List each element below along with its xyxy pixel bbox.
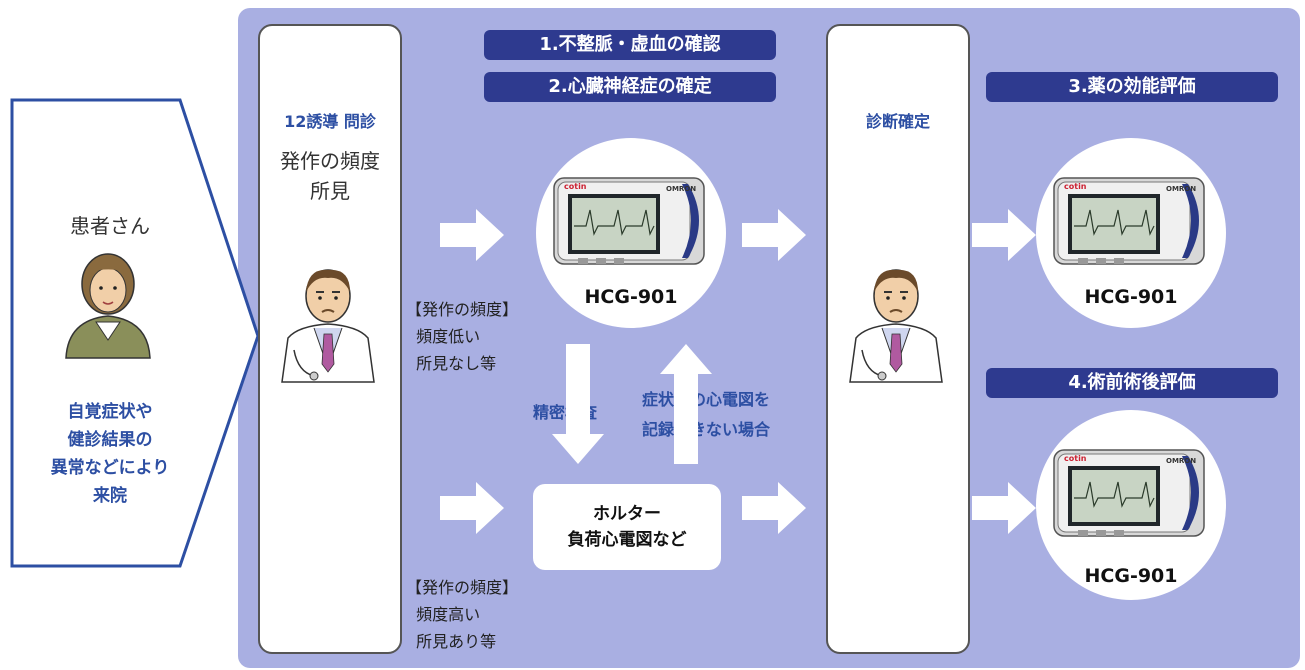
frequency-low-note: 【発作の頻度】 頻度低い 所見なし等 [406,300,519,373]
patient-description: 自覚症状や 健診結果の 異常などにより 来院 [20,398,200,510]
diagnosis-heading: 診断確定 [865,112,930,131]
interview-text: 発作の頻度 所見 [258,146,402,206]
patient-desc-line: 健診結果の [67,430,153,450]
banner-cardiac-neurosis: 2.心臓神経症の確定 [484,72,776,102]
holter-box: ホルター 負荷心電図など [533,484,721,570]
banner-arrhythmia-check: 1.不整脈・虚血の確認 [484,30,776,60]
patient-desc-line: 自覚症状や [67,402,153,422]
holter-line: 負荷心電図など [567,530,687,550]
frequency-high-note: 【発作の頻度】 頻度高い 所見あり等 [406,578,519,651]
device-label-right-bottom: HCG-901 [1084,565,1178,587]
patient-desc-line: 来院 [93,486,127,506]
device-label-top: HCG-901 [584,286,678,308]
interview-line: 所見 [310,179,350,203]
unrecordable-ecg-line: 記録できない場合 [641,420,770,439]
unrecordable-ecg-label: 症状時の心電図を 記録できない場合 [616,385,796,445]
interview-line: 発作の頻度 [280,149,380,173]
banner-drug-efficacy: 3.薬の効能評価 [986,72,1278,102]
holter-line: ホルター [593,504,661,524]
banner-perioperative: 4.術前術後評価 [986,368,1278,398]
unrecordable-ecg-line: 症状時の心電図を [641,390,770,409]
patient-title: 患者さん [70,214,150,238]
interview-heading: 12誘導 問診 [284,112,376,131]
patient-desc-line: 異常などにより [50,458,170,478]
device-label-right-top: HCG-901 [1084,286,1178,308]
